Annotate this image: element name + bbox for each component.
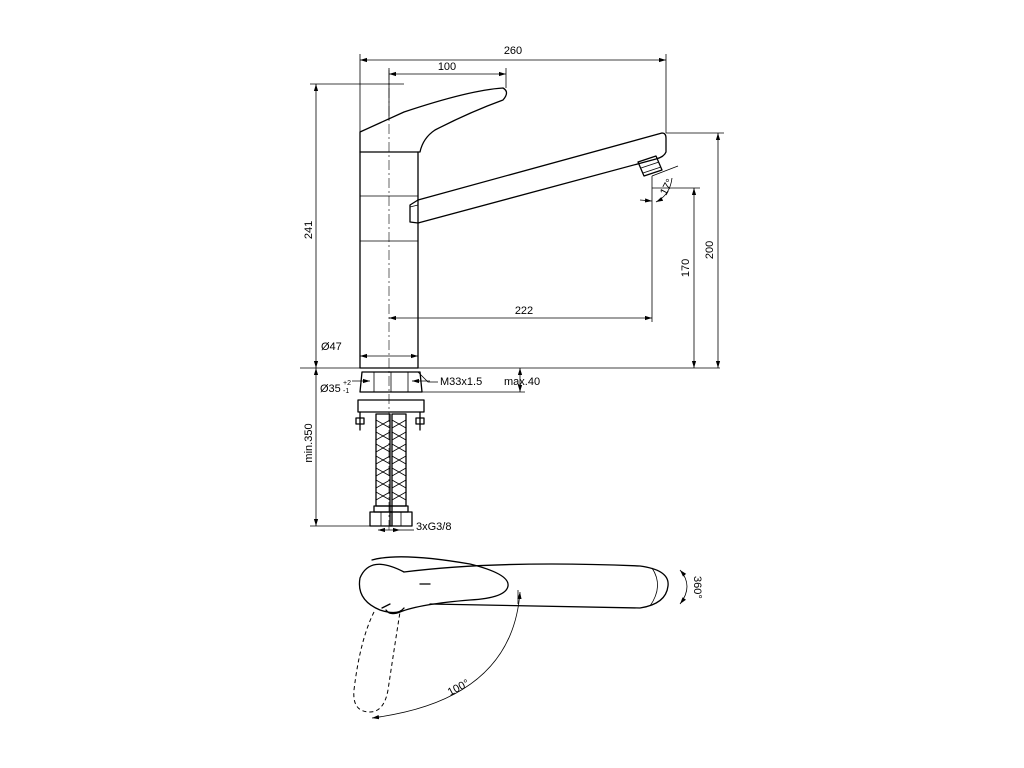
spout-collar	[409, 199, 419, 224]
dim-thread: M33x1.5	[440, 376, 482, 388]
dim-hose-connections: 3xG3/8	[416, 521, 451, 533]
dim-spout-projection: 222	[515, 305, 533, 317]
fixing-plate	[357, 399, 425, 413]
dim-hole-diameter: Ø35	[320, 383, 341, 395]
dim-hole-tol-upper: +2	[343, 380, 351, 387]
angle-outlet-tilt: 17°	[658, 177, 676, 197]
plan-view: 100° 360°	[353, 556, 703, 720]
spout-inner-line	[409, 204, 419, 208]
aerator	[637, 155, 663, 177]
angle-arc-spout	[679, 569, 688, 605]
lever-handle	[359, 87, 508, 153]
dim-hole-tol-lower: -1	[343, 388, 349, 395]
dim-lever-offset: 100	[438, 61, 456, 73]
angle-arc-lever	[371, 591, 522, 720]
dim-total-height: 241	[303, 221, 315, 239]
dim-base-diameter: Ø47	[321, 341, 342, 353]
plan-lever-ghost	[353, 611, 401, 713]
aerator-ring-1	[640, 161, 660, 169]
aerator-ring-2	[642, 166, 662, 174]
dim-overall-width: 260	[504, 45, 522, 57]
dim-spout-height: 200	[704, 241, 716, 259]
dim-max-deck: max.40	[504, 376, 540, 388]
leader-thread	[417, 371, 438, 383]
angle-lever-rotation: 100°	[446, 677, 472, 698]
angle-spout-rotation: 360°	[691, 576, 703, 599]
rod-nut-right	[415, 417, 425, 425]
plan-body	[358, 563, 405, 614]
supply-hoses	[375, 413, 407, 507]
dimension-lines: 260 100 241 200 170 222 Ø47 Ø35 +2 -1 M3…	[303, 45, 724, 533]
plan-spout	[403, 563, 669, 609]
plan-indicator-mark	[381, 603, 391, 609]
spout	[417, 132, 667, 224]
dim-min-hose: min.350	[303, 423, 315, 462]
hose-fittings	[369, 505, 413, 527]
side-elevation	[300, 70, 720, 530]
dim-outlet-clearance: 170	[680, 259, 692, 277]
angle-arc-outlet	[655, 177, 673, 203]
rod-nut-left	[355, 417, 365, 425]
plan-spout-tip	[649, 567, 658, 607]
